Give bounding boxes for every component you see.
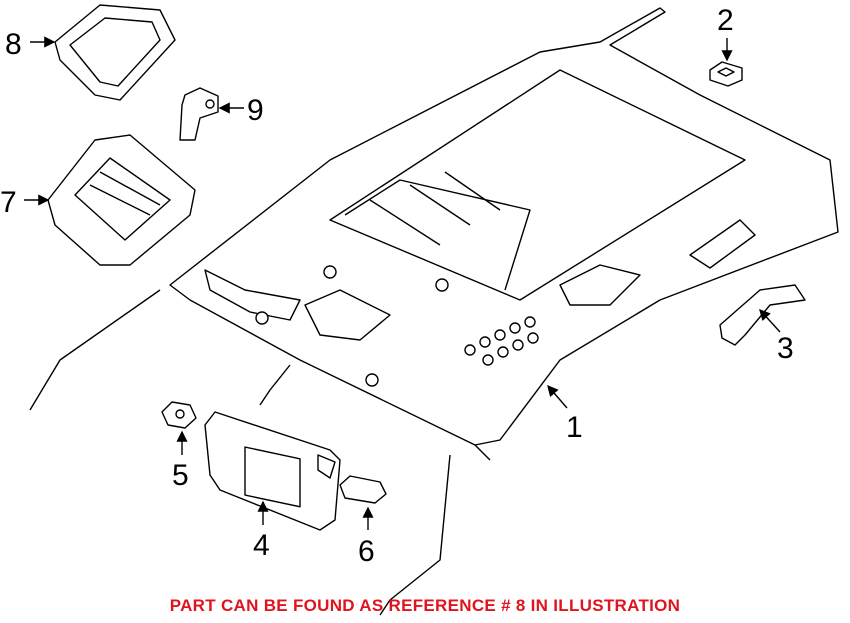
grab-handle-part-3[interactable] [719, 284, 806, 346]
callout-9: 9 [247, 94, 264, 127]
sun-visor-part-4[interactable] [204, 411, 341, 531]
callout-1: 1 [566, 411, 583, 444]
lamp-frame-part-8[interactable] [54, 4, 176, 101]
clip-part-2[interactable] [709, 61, 743, 87]
overhead-console-part-7[interactable] [47, 134, 196, 266]
callout-2: 2 [717, 4, 734, 37]
visor-clip-part-5[interactable] [161, 401, 197, 429]
connector-part-9[interactable] [179, 87, 219, 141]
callout-8: 8 [5, 28, 22, 61]
callout-6: 6 [358, 535, 375, 568]
clip-cluster [464, 316, 539, 366]
callout-4: 4 [253, 529, 270, 562]
callout-3: 3 [777, 332, 794, 365]
callout-arrows [24, 36, 781, 530]
callout-5: 5 [172, 459, 189, 492]
cap-part-6[interactable] [339, 475, 387, 504]
callout-7: 7 [0, 186, 17, 219]
reference-note: PART CAN BE FOUND AS REFERENCE # 8 IN IL… [169, 596, 681, 615]
headliner-part-1[interactable] [29, 7, 839, 616]
